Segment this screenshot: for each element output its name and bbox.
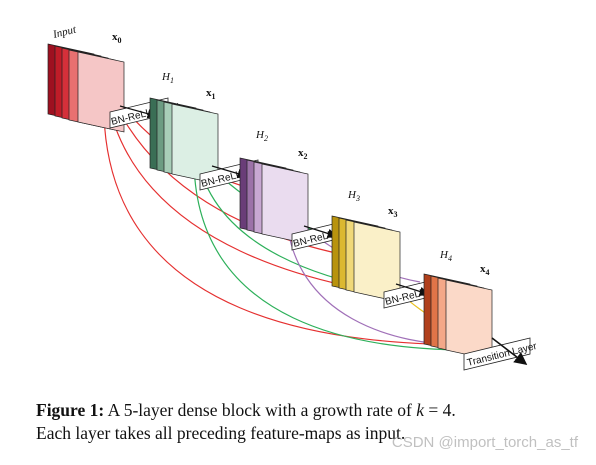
x3-label: x3 (388, 205, 398, 219)
h3-label: H3 (347, 189, 360, 203)
caption-line2: Each layer takes all preceding feature-m… (36, 423, 406, 443)
arc-x0-to-transition (103, 91, 481, 346)
input-label: Input (51, 23, 78, 41)
h2-label: H2 (255, 129, 268, 143)
layer3-feature-stack (331, 215, 401, 303)
arrow-transition (491, 337, 528, 365)
input-feature-stack (47, 43, 125, 133)
layer2-feature-stack (239, 157, 309, 245)
arc-x1-to-transition (193, 151, 471, 351)
csdn-watermark: CSDN @import_torch_as_tf (391, 434, 578, 451)
arrow-h3 (303, 225, 338, 239)
x2-label: x2 (298, 147, 308, 161)
x0-label: x0 (112, 31, 122, 45)
x1-label: x1 (206, 87, 216, 101)
caption-eq: = 4. (428, 400, 456, 420)
h1-label: H1 (161, 71, 174, 85)
layer1-feature-stack (149, 97, 219, 185)
layer4-feature-stack (423, 273, 493, 361)
h4-label: H4 (439, 249, 452, 263)
caption-text: A 5-layer dense block with a growth rate… (107, 400, 412, 420)
caption-label: Figure 1: (36, 400, 105, 420)
arrow-h4 (395, 283, 430, 297)
caption-k: k (416, 400, 425, 420)
figure-caption: Figure 1: A 5-layer dense block with a g… (36, 399, 566, 445)
x4-label: x4 (480, 263, 490, 277)
